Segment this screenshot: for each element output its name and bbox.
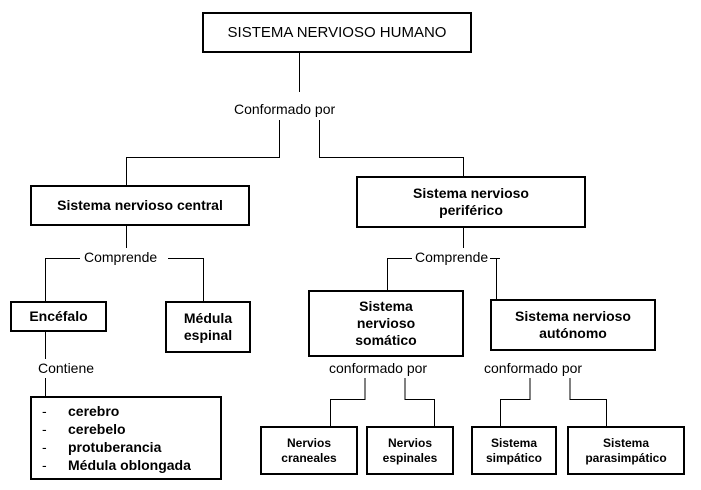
node-sistema-nervioso-somatico: Sistema nervioso somático	[308, 290, 464, 357]
node-encefalo: Encéfalo	[10, 301, 107, 332]
node-espinales-line1: Nervios	[387, 436, 433, 451]
node-medula-line2: espinal	[183, 327, 233, 343]
node-sistema-nervioso-periferico: Sistema nervioso periférico	[356, 176, 586, 228]
encefalo-items-box: - cerebro - cerebelo - protuberancia - M…	[30, 396, 222, 480]
list-bullet: -	[42, 439, 47, 455]
connector-contiene: Contiene	[36, 359, 97, 377]
node-autonomo-line1: Sistema nervioso	[515, 308, 631, 325]
node-parasimpatico-line1: Sistema	[602, 436, 650, 451]
node-simpatico-line1: Sistema	[490, 436, 538, 451]
list-item: - cerebelo	[42, 420, 191, 438]
list-bullet: -	[42, 421, 47, 437]
node-craneales-line2: craneales	[281, 450, 337, 465]
node-periferico-line1: Sistema nervioso	[413, 185, 529, 202]
node-medula-line1: Médula	[183, 310, 233, 327]
node-nervios-espinales: Nervios espinales	[366, 426, 454, 475]
diagram-title: SISTEMA NERVIOSO HUMANO	[202, 12, 472, 53]
node-sistema-nervioso-autonomo: Sistema nervioso autónomo	[490, 299, 656, 351]
node-somatico-line1: Sistema	[359, 298, 413, 315]
list-item-text: cerebelo	[68, 421, 126, 437]
node-sistema-simpatico: Sistema simpático	[471, 426, 557, 475]
node-somatico-line2: nervioso	[356, 315, 416, 332]
node-simpatico-line2: simpático	[485, 450, 542, 465]
list-item-text: cerebro	[68, 403, 120, 419]
node-encefalo-text: Encéfalo	[29, 308, 88, 325]
node-central-text: Sistema nervioso central	[57, 197, 223, 214]
node-somatico-line3: somático	[355, 331, 417, 348]
node-medula-espinal: Médula espinal	[165, 301, 251, 353]
title-text: SISTEMA NERVIOSO HUMANO	[227, 23, 447, 41]
node-craneales-line1: Nervios	[286, 436, 332, 451]
node-sistema-nervioso-central: Sistema nervioso central	[30, 185, 250, 226]
list-item: - Médula oblongada	[42, 456, 191, 474]
node-sistema-parasimpatico: Sistema parasimpático	[567, 426, 685, 475]
connector-conformado-somatico: conformado por	[327, 359, 430, 377]
list-bullet: -	[42, 457, 47, 473]
list-item-text: Médula oblongada	[68, 457, 191, 473]
connector-conformado-autonomo: conformado por	[482, 359, 585, 377]
list-item: - cerebro	[42, 402, 191, 420]
connector-conformado-top: Conformado por	[232, 100, 338, 118]
list-item: - protuberancia	[42, 438, 191, 456]
node-parasimpatico-line2: parasimpático	[585, 450, 667, 465]
node-autonomo-line2: autónomo	[539, 325, 607, 341]
node-espinales-line2: espinales	[382, 450, 438, 465]
list-bullet: -	[42, 403, 47, 419]
encefalo-items-list: - cerebro - cerebelo - protuberancia - M…	[42, 402, 191, 474]
connector-comprende-left: Comprende	[82, 248, 160, 266]
node-nervios-craneales: Nervios craneales	[260, 426, 358, 475]
connector-comprende-right: Comprende	[413, 248, 491, 266]
list-item-text: protuberancia	[68, 439, 162, 455]
node-periferico-line2: periférico	[439, 202, 503, 218]
